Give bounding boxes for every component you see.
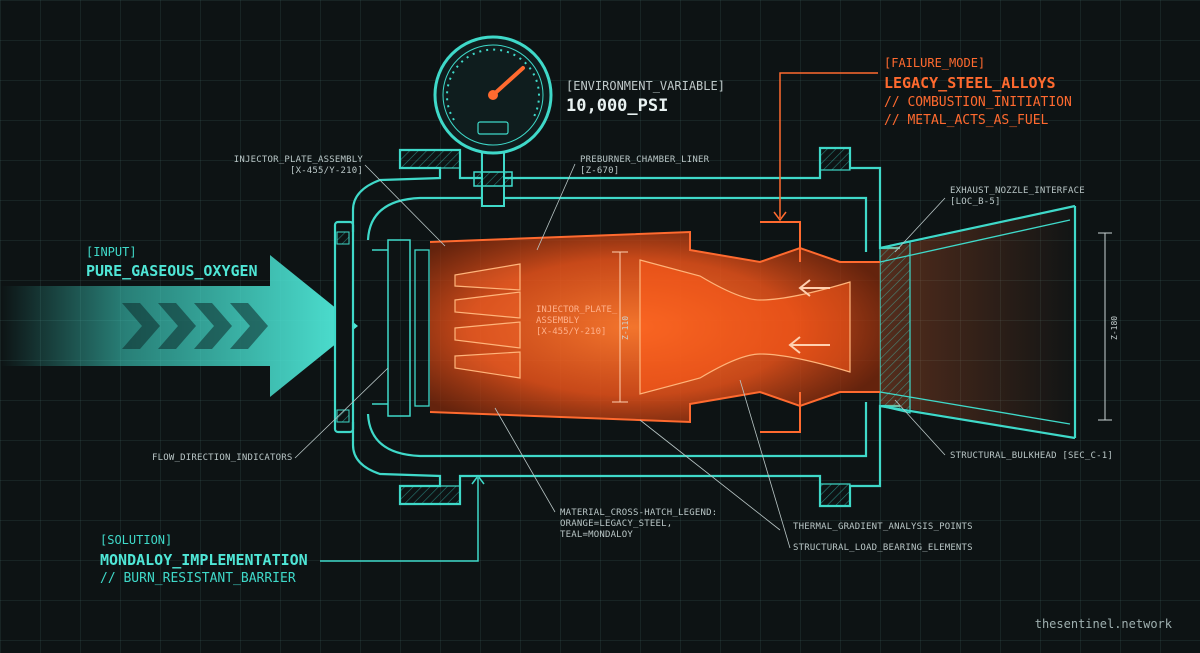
mondaloy-housing — [333, 146, 900, 508]
callout-material-legend: MATERIAL_CROSS-HATCH_LEGEND: ORANGE=LEGA… — [560, 508, 717, 541]
dimension-line — [1098, 232, 1112, 421]
exhaust-nozzle — [879, 204, 1077, 440]
environment-tag: [ENVIRONMENT_VARIABLE] — [566, 79, 725, 93]
solution-title: MONDALOY_IMPLEMENTATION — [100, 551, 308, 569]
legacy-steel-core — [429, 221, 880, 433]
solution-tag: [SOLUTION] — [100, 533, 173, 547]
callout-injector-plate-label: INJECTOR_PLATE_ASSEMBLY — [233, 155, 363, 165]
inner-injector-line-3: [X-455/Y-210] — [536, 327, 607, 337]
callout-leaders — [294, 163, 946, 549]
failure-leader — [773, 72, 878, 222]
environment-value: 10,000_PSI — [566, 96, 669, 116]
material-legend-line-2: ORANGE=LEGACY_STEEL, — [560, 519, 673, 529]
callout-thermal: THERMAL_GRADIENT_ANALYSIS_POINTS — [793, 522, 973, 532]
input-tag: [INPUT] — [86, 245, 137, 259]
callout-preburner-label: PREBURNER_CHAMBER_LINER — [580, 155, 710, 165]
callout-injector-plate: INJECTOR_PLATE_ASSEMBLY [X-455/Y-210] — [222, 155, 363, 177]
callout-injector-plate-coords: [X-455/Y-210] — [289, 166, 363, 176]
failure-line-2: // METAL_ACTS_AS_FUEL — [884, 113, 1049, 128]
inner-injector-label: INJECTOR_PLATE_ ASSEMBLY [X-455/Y-210] — [536, 305, 617, 338]
callout-bulkhead: STRUCTURAL_BULKHEAD [SEC_C-1] — [950, 451, 1113, 461]
inner-injector-line-1: INJECTOR_PLATE_ — [536, 305, 618, 315]
solution-leader — [320, 474, 485, 562]
callout-preburner-code: [Z-670] — [580, 166, 620, 176]
failure-tag: [FAILURE_MODE] — [884, 56, 986, 70]
dimension-inner: Z-110 — [621, 315, 630, 340]
pressure-gauge — [433, 35, 553, 207]
input-title: PURE_GASEOUS_OXYGEN — [86, 262, 258, 280]
failure-line-1: // COMBUSTION_INITIATION — [884, 95, 1072, 110]
callout-exhaust-label: EXHAUST_NOZZLE_INTERFACE — [950, 186, 1085, 196]
material-legend-line-3: TEAL=MONDALOY — [560, 530, 634, 540]
watermark: thesentinel.network — [1034, 617, 1172, 631]
failure-title: LEGACY_STEEL_ALLOYS — [884, 74, 1056, 92]
input-flow-arrow — [0, 255, 358, 397]
callout-structural-load: STRUCTURAL_LOAD_BEARING_ELEMENTS — [793, 543, 973, 553]
callout-flow-direction: FLOW_DIRECTION_INDICATORS — [152, 453, 293, 463]
solution-line-1: // BURN_RESISTANT_BARRIER — [100, 571, 296, 586]
material-legend-line-1: MATERIAL_CROSS-HATCH_LEGEND: — [560, 508, 718, 518]
callout-preburner: PREBURNER_CHAMBER_LINER [Z-670] — [580, 155, 709, 177]
callout-exhaust-code: [LOC_B-5] — [950, 197, 1001, 207]
dimension-outer: Z-180 — [1110, 315, 1119, 340]
callout-exhaust: EXHAUST_NOZZLE_INTERFACE [LOC_B-5] — [950, 186, 1085, 208]
inner-injector-line-2: ASSEMBLY — [536, 316, 580, 326]
